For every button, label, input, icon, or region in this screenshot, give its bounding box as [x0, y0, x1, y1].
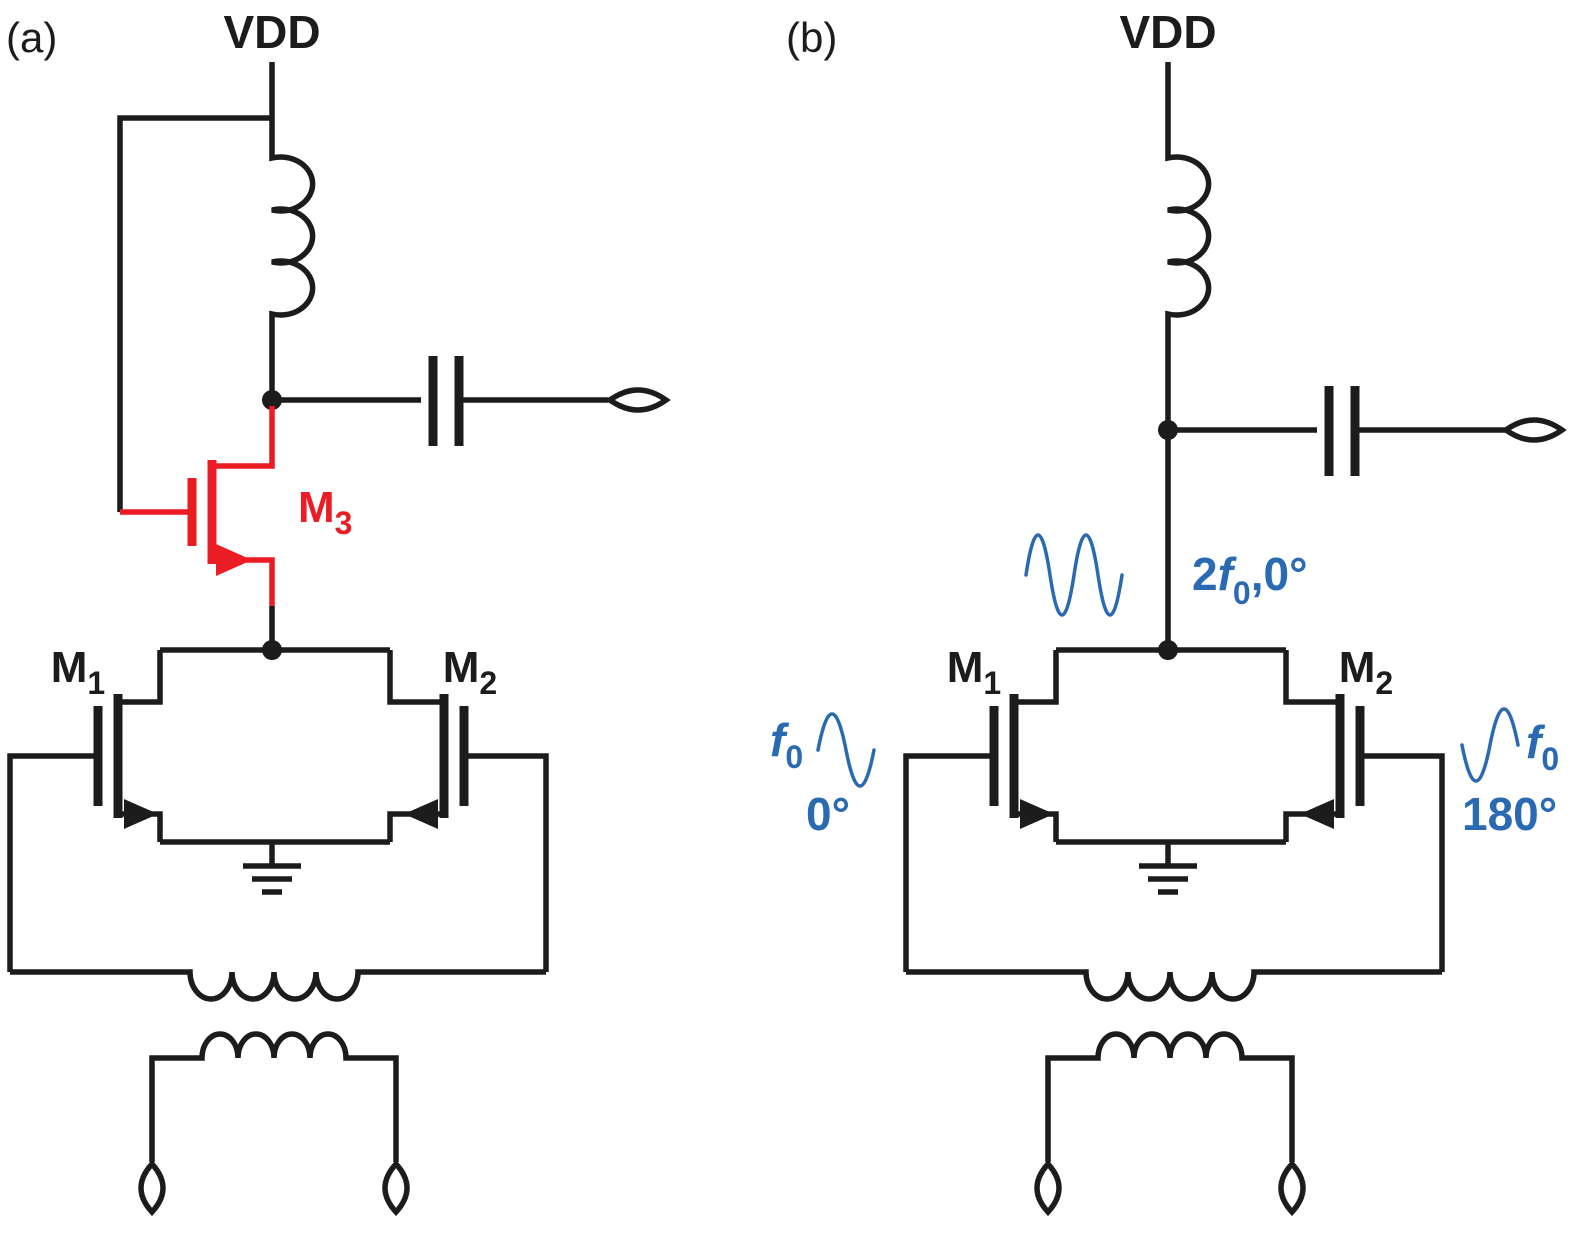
input-port-right-a — [382, 1159, 410, 1217]
left-input-sine-icon — [816, 712, 876, 788]
cross-coupled-pair-a: M1 M2 — [7, 643, 549, 972]
m3-label: M3 — [298, 483, 352, 541]
transformer-secondary-b — [1045, 1031, 1295, 1162]
transistor-m3: M3 — [120, 406, 352, 606]
right-input-freq-label: f0 — [1526, 716, 1559, 777]
left-input-phase-label: 0° — [806, 788, 850, 840]
m2-gate-wire-a — [464, 753, 549, 972]
m2-arrow-icon-b — [1300, 799, 1334, 829]
panel-b: (b) VDD — [770, 6, 1567, 1217]
panel-a-label: (a) — [6, 14, 57, 61]
tank-inductor-b — [1165, 152, 1212, 320]
output-branch-b — [1168, 386, 1567, 476]
second-harmonic-sine-icon — [1024, 533, 1124, 617]
transformer-secondary-a — [149, 1031, 399, 1162]
right-input-phase-label: 180° — [1462, 788, 1557, 840]
m2-drain-lead-a — [387, 650, 444, 705]
m1-gate-wire-a — [7, 753, 98, 972]
vdd-label-b: VDD — [1119, 6, 1216, 58]
cross-coupled-pair-b: M1 M2 — [903, 643, 1445, 972]
vdd-label-a: VDD — [223, 6, 320, 58]
m3-arrow-icon — [216, 544, 252, 576]
m1-arrow-icon-a — [124, 799, 158, 829]
left-input-freq-label: f0 — [770, 714, 803, 775]
input-port-left-b — [1034, 1159, 1062, 1217]
output-port-b — [1501, 417, 1567, 443]
transformer-primary-a — [10, 969, 546, 1002]
input-port-right-b — [1278, 1159, 1306, 1217]
output-branch-a — [272, 356, 671, 446]
ground-symbol-b — [1139, 842, 1197, 895]
m2-drain-lead-b — [1283, 650, 1340, 705]
output-port-a — [605, 387, 671, 413]
signal-annotations-b: 2f0,0° f0 0° f0 180° — [770, 533, 1559, 840]
m1-drain-lead-a — [118, 650, 163, 705]
m1-label-a: M1 — [51, 643, 105, 701]
m2-label-a: M2 — [443, 643, 497, 701]
input-port-left-a — [138, 1159, 166, 1217]
m2-gate-wire-b — [1360, 753, 1445, 972]
m2-label-b: M2 — [1339, 643, 1393, 701]
m3-drain-lead — [216, 406, 275, 469]
m2-arrow-icon-a — [404, 799, 438, 829]
feedback-wire-a — [117, 115, 272, 512]
panel-b-label: (b) — [786, 14, 837, 61]
panel-a: (a) VDD M3 — [6, 6, 671, 1217]
m1-gate-wire-b — [903, 753, 994, 972]
drain-node-annotation: 2f0,0° — [1192, 548, 1307, 611]
m1-drain-lead-b — [1014, 650, 1059, 705]
ground-symbol-a — [243, 842, 301, 895]
transformer-b — [906, 969, 1442, 1217]
transformer-primary-b — [906, 969, 1442, 1002]
tank-inductor-a — [269, 152, 316, 320]
transformer-a — [10, 969, 546, 1217]
right-input-sine-icon — [1460, 707, 1520, 783]
m1-label-b: M1 — [947, 643, 1001, 701]
m1-arrow-icon-b — [1020, 799, 1054, 829]
